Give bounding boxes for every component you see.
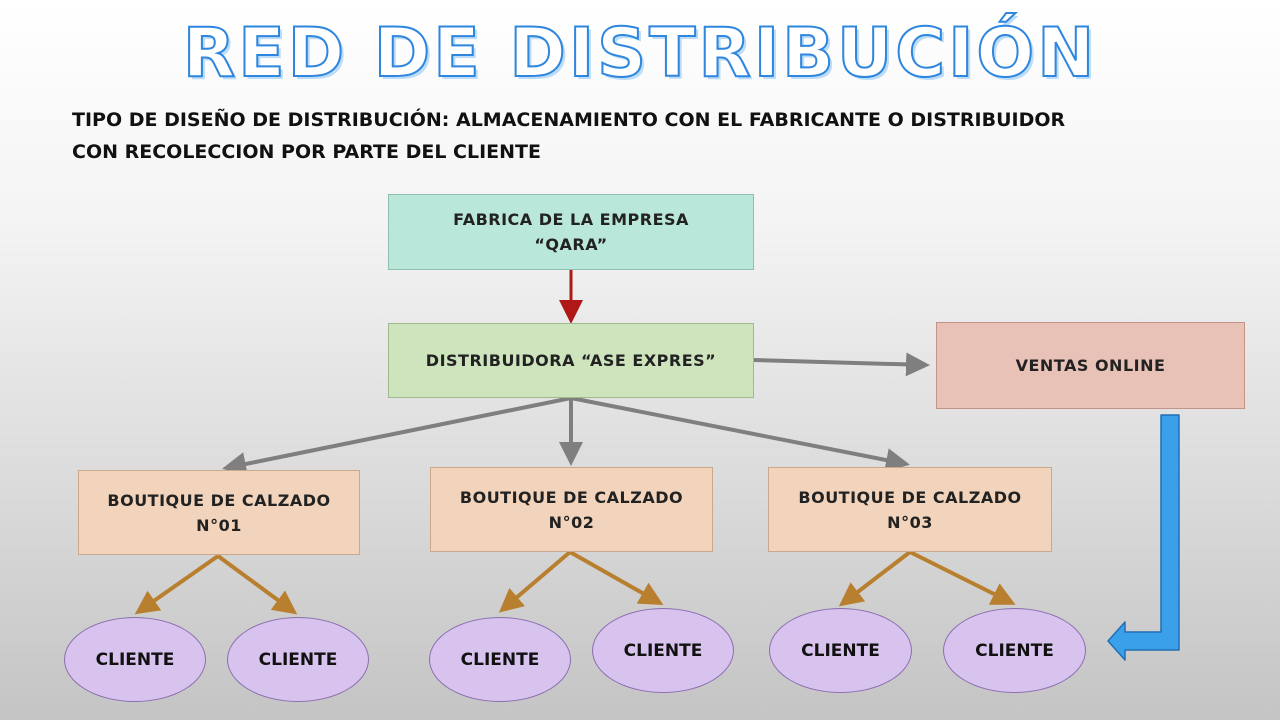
arrow-online-to-clients bbox=[1107, 414, 1180, 661]
boutique-3-line-2: N°03 bbox=[887, 512, 933, 532]
client-node-2: CLIENTE bbox=[227, 617, 369, 702]
boutique-node-3: BOUTIQUE DE CALZADO N°03 bbox=[768, 467, 1052, 552]
distributor-node: DISTRIBUIDORA “ASE EXPRES” bbox=[388, 323, 754, 398]
client-node-5: CLIENTE bbox=[769, 608, 912, 693]
arrow-distributor-to-online bbox=[753, 352, 930, 377]
client-node-4: CLIENTE bbox=[592, 608, 734, 693]
client-node-6: CLIENTE bbox=[943, 608, 1086, 693]
arrow-distributor-to-boutique-1 bbox=[222, 396, 572, 476]
diagram-subtitle: TIPO DE DISEÑO DE DISTRIBUCIÓN: ALMACENA… bbox=[72, 104, 1222, 168]
distributor-node-label: DISTRIBUIDORA “ASE EXPRES” bbox=[425, 351, 717, 370]
arrow-distributor-to-boutique-3 bbox=[570, 396, 910, 472]
client-node-1: CLIENTE bbox=[64, 617, 206, 702]
arrow-boutique-3-to-client-6 bbox=[909, 550, 1016, 605]
boutique-2-line-2: N°02 bbox=[548, 512, 595, 532]
boutique-1-line-2: N°01 bbox=[196, 515, 242, 535]
client-node-3: CLIENTE bbox=[429, 617, 571, 702]
arrow-boutique-3-to-client-5 bbox=[838, 550, 912, 607]
arrow-boutique-2-to-client-3 bbox=[498, 550, 572, 613]
boutique-node-1: BOUTIQUE DE CALZADO N°01 bbox=[78, 470, 360, 555]
arrow-boutique-2-to-client-4 bbox=[569, 550, 664, 605]
arrow-boutique-1-to-client-2 bbox=[216, 554, 298, 615]
subtitle-line-1: TIPO DE DISEÑO DE DISTRIBUCIÓN: ALMACENA… bbox=[72, 109, 1066, 131]
boutique-3-line-1: BOUTIQUE DE CALZADO bbox=[798, 487, 1022, 507]
factory-node-line-2: “QARA” bbox=[534, 235, 608, 254]
factory-node-line-1: FABRICA DE LA EMPRESA bbox=[453, 210, 689, 229]
online-sales-node: VENTAS ONLINE bbox=[936, 322, 1245, 409]
arrow-boutique-1-to-client-1 bbox=[134, 554, 220, 615]
factory-node: FABRICA DE LA EMPRESA “QARA” bbox=[388, 194, 754, 270]
boutique-1-line-1: BOUTIQUE DE CALZADO bbox=[107, 490, 331, 510]
boutique-2-line-1: BOUTIQUE DE CALZADO bbox=[459, 487, 684, 507]
page-title: RED DE DISTRIBUCIÓN bbox=[182, 13, 1098, 94]
boutique-node-2: BOUTIQUE DE CALZADO N°02 bbox=[430, 467, 713, 552]
subtitle-line-2: CON RECOLECCION POR PARTE DEL CLIENTE bbox=[72, 141, 541, 163]
online-sales-node-label: VENTAS ONLINE bbox=[1015, 356, 1166, 375]
